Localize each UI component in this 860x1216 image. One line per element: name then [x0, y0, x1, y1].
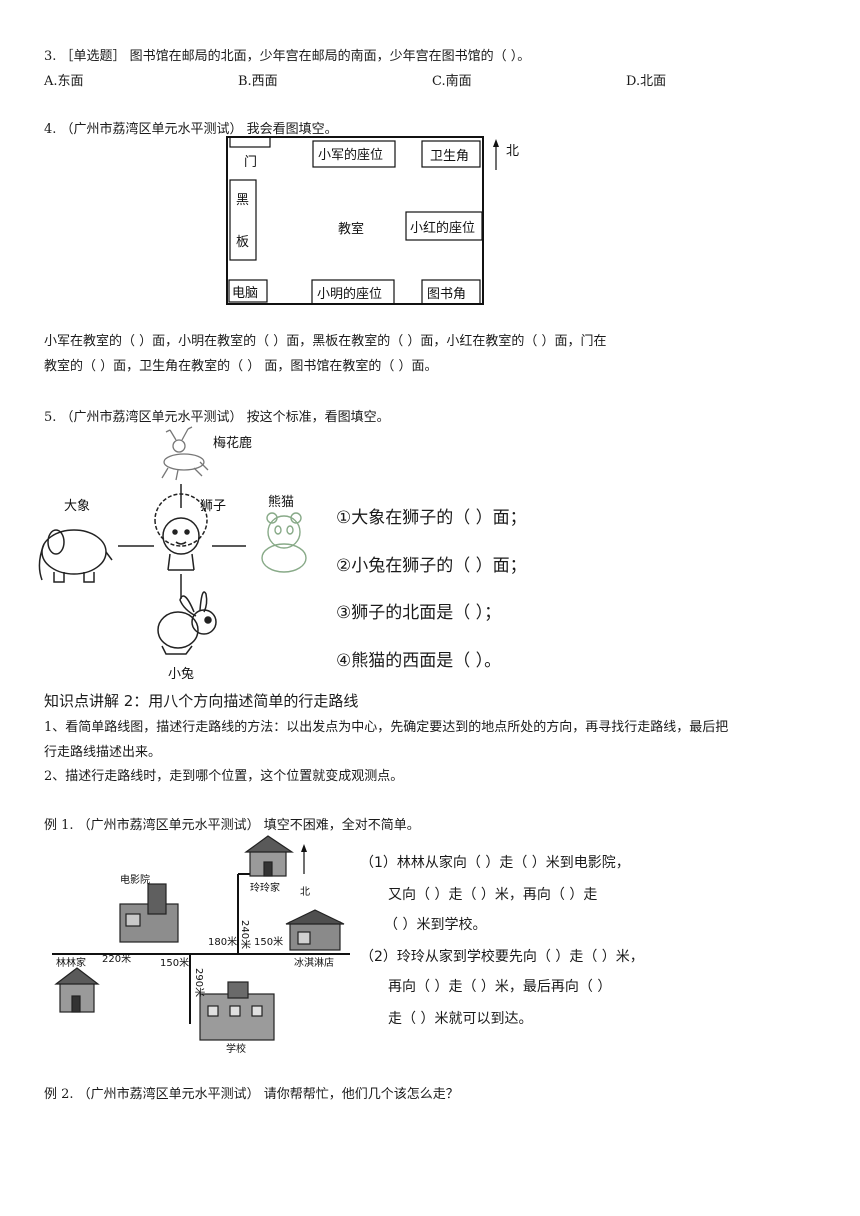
distance-240-label: 240米 — [239, 920, 252, 949]
classroom-label: 教室 — [338, 221, 364, 237]
rabbit-icon — [157, 591, 217, 655]
cinema-icon — [119, 883, 179, 943]
q5-question-3: ③狮子的北面是（ ）； — [336, 603, 502, 623]
deer-icon — [161, 426, 209, 481]
xiaohong-seat-label: 小红的座位 — [410, 220, 475, 236]
q5-question-2: ②小兔在狮子的（ ）面； — [336, 556, 527, 576]
q5-stem: 5. （广州市荔湾区单元水平测试） 按这个标准，看图填空。 — [44, 410, 390, 425]
north-label: 北 — [506, 144, 519, 159]
example-1-line-4: （2）玲玲从家到学校要先向（ ）走（ ）米， — [360, 949, 644, 965]
blackboard-label-2: 板 — [236, 235, 249, 250]
school-label: 学校 — [226, 1042, 246, 1055]
distance-150b-label: 150米 — [160, 956, 189, 969]
q5-question-4: ④熊猫的西面是（ ）。 — [336, 651, 502, 671]
distance-290-label: 290米 — [193, 968, 206, 997]
knowledge-point-p1a: 1、看简单路线图，描述行走路线的方法：以出发点为中心，先确定要达到的地点所处的方… — [44, 720, 729, 735]
q3-option-d: D.北面 — [626, 74, 667, 89]
example-1-stem: 例 1. （广州市荔湾区单元水平测试） 填空不困难，全对不简单。 — [44, 818, 420, 833]
icecream-store-label: 冰淇淋店 — [294, 956, 334, 969]
elephant-icon — [38, 529, 113, 583]
deer-label: 梅花鹿 — [213, 435, 252, 451]
library-corner-label: 图书角 — [427, 287, 466, 302]
q5-question-1: ①大象在狮子的（ ）面； — [336, 508, 527, 528]
route-map-figure: 电影院 玲玲家 北 240米 180米 150米 林林家 220米 150米 冰… — [52, 835, 350, 1055]
icecream-store-icon — [285, 909, 345, 951]
example-1-line-6: 走（ ）米就可以到达。 — [388, 1011, 533, 1027]
linlin-house-label: 林林家 — [56, 956, 86, 969]
lion-label: 狮子 — [200, 499, 226, 514]
example-1-line-2: 又向（ ）走（ ）米，再向（ ）走 — [388, 887, 598, 903]
door-label: 门 — [244, 155, 257, 170]
example-2-stem: 例 2. （广州市荔湾区单元水平测试） 请你帮帮忙，他们几个该怎么走？ — [44, 1087, 459, 1102]
classroom-figure: 门 黑 板 电脑 小军的座位 卫生角 教室 小红的座位 小明的座位 图书角 北 — [226, 136, 519, 305]
knowledge-point-title: 知识点讲解 2：用八个方向描述简单的行走路线 — [44, 692, 359, 710]
animals-figure: 梅花鹿 大象 狮子 熊猫 小兔 — [38, 426, 307, 682]
example-1-line-3: （ ）米到学校。 — [384, 917, 487, 933]
knowledge-point-p2: 2、描述行走路线时，走到哪个位置，这个位置就变成观测点。 — [44, 769, 404, 784]
example-1-line-1: （1）林林从家向（ ）走（ ）米到电影院， — [360, 855, 630, 871]
toilet-corner-label: 卫生角 — [430, 149, 469, 164]
lingling-house-icon — [244, 835, 294, 877]
q4-fill-line-1: 小军在教室的（ ）面，小明在教室的（ ）面，黑板在教室的（ ）面，小红在教室的（… — [44, 334, 607, 349]
q3-stem: 3. ［单选题］ 图书馆在邮局的北面，少年宫在邮局的南面，少年宫在图书馆的（ ）… — [44, 49, 531, 64]
xiaoming-seat-label: 小明的座位 — [317, 286, 382, 302]
lingling-house-label: 玲玲家 — [250, 881, 280, 894]
q4-fill-line-2: 教室的（ ）面，卫生角在教室的（ ） 面，图书馆在教室的（ ）面。 — [44, 359, 438, 374]
q4-stem: 4. （广州市荔湾区单元水平测试） 我会看图填空。 — [44, 122, 338, 137]
cinema-label: 电影院 — [120, 873, 150, 886]
panda-label: 熊猫 — [268, 494, 294, 510]
xiaojun-seat-label: 小军的座位 — [318, 147, 383, 163]
q3-option-a: A.东面 — [44, 74, 84, 89]
rabbit-label: 小兔 — [168, 667, 194, 682]
example-1-line-5: 再向（ ）走（ ）米，最后再向（ ） — [388, 979, 612, 995]
computer-label: 电脑 — [232, 286, 258, 301]
q3-option-b: B.西面 — [238, 74, 278, 89]
blackboard-label-1: 黑 — [236, 193, 249, 208]
map-north-label: 北 — [300, 886, 310, 898]
q3-option-c: C.南面 — [432, 74, 472, 89]
school-icon — [199, 981, 275, 1041]
lion-icon — [154, 493, 208, 571]
distance-220-label: 220米 — [102, 952, 131, 965]
distance-150a-label: 150米 — [254, 935, 283, 948]
panda-icon — [261, 512, 307, 573]
elephant-label: 大象 — [64, 499, 90, 514]
linlin-house-icon — [54, 967, 100, 1013]
knowledge-point-p1b: 行走路线描述出来。 — [44, 745, 162, 760]
distance-180-label: 180米 — [208, 935, 237, 948]
